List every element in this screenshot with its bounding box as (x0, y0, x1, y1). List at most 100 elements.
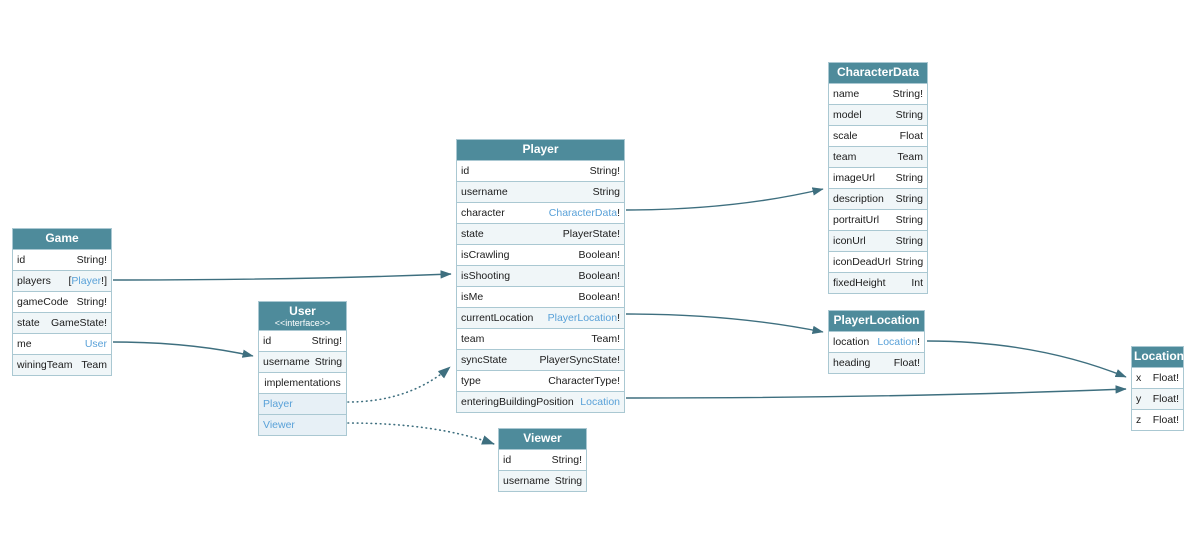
field-type[interactable]: PlayerLocation! (547, 312, 620, 324)
field-type[interactable]: [Player!] (68, 275, 107, 287)
edge-player-character-to-characterdata (625, 187, 824, 211)
field-name: id (17, 254, 26, 266)
field-type: PlayerSyncState! (539, 354, 620, 366)
field-type[interactable]: CharacterData! (548, 207, 620, 219)
type-link[interactable]: Player (263, 398, 293, 410)
field-row-game-players[interactable]: players[Player!] (13, 270, 111, 291)
field-row-game-state[interactable]: state GameState! (13, 312, 111, 333)
field-name: z (1136, 414, 1142, 426)
field-type: Team (81, 359, 107, 371)
field-type: PlayerState! (562, 228, 620, 240)
field-row-game-me[interactable]: me User (13, 333, 111, 354)
field-type: String! (76, 296, 107, 308)
field-name: heading (833, 357, 871, 369)
field-type: GameState! (50, 317, 107, 329)
table-header-location[interactable]: Location (1132, 347, 1184, 367)
table-header-game[interactable]: Game (13, 229, 111, 249)
field-name: isMe (461, 291, 484, 303)
type-link[interactable]: Location (877, 336, 918, 348)
field-type: Team! (591, 333, 620, 345)
field-type: Float! (1152, 393, 1179, 405)
field-name: y (1136, 393, 1142, 405)
impl-row-player[interactable]: Player (259, 393, 346, 414)
table-header-player[interactable]: Player (457, 140, 624, 160)
field-row-location-y[interactable]: y Float! (1132, 388, 1183, 409)
field-row-player-isCrawling[interactable]: isCrawling Boolean! (457, 244, 624, 265)
type-link[interactable]: PlayerLocation (547, 312, 618, 324)
field-type: String (895, 256, 924, 268)
field-row-characterdata-model[interactable]: model String (829, 104, 927, 125)
type-link[interactable]: Player (71, 275, 102, 287)
field-type: String! (311, 335, 342, 347)
field-row-playerlocation-heading[interactable]: heading Float! (829, 352, 924, 373)
impl-row-viewer[interactable]: Viewer (259, 414, 346, 435)
field-type: Boolean! (578, 291, 620, 303)
field-row-player-character[interactable]: character CharacterData! (457, 202, 624, 223)
field-type[interactable]: Location! (877, 336, 920, 348)
field-type: String! (551, 454, 582, 466)
field-name: isCrawling (461, 249, 510, 261)
field-name: syncState (461, 354, 508, 366)
field-name: iconDeadUrl (833, 256, 891, 268)
field-name: id (461, 165, 470, 177)
field-type: String (895, 172, 923, 184)
field-name: username (503, 475, 550, 487)
table-header-characterdata[interactable]: CharacterData (829, 63, 927, 83)
field-row-characterdata-iconDeadUrl[interactable]: iconDeadUrl String (829, 251, 927, 272)
field-name: character (461, 207, 505, 219)
field-type: String (895, 193, 923, 205)
field-type: Float! (893, 357, 920, 369)
type-link[interactable]: Location (580, 396, 620, 408)
field-name: username (461, 186, 508, 198)
table-header-playerlocation[interactable]: PlayerLocation (829, 311, 924, 331)
type-link[interactable]: CharacterData (548, 207, 618, 219)
field-type: CharacterType! (548, 375, 620, 387)
field-type[interactable]: Location (580, 396, 620, 408)
field-row-player-isMe[interactable]: isMe Boolean! (457, 286, 624, 307)
type-link[interactable]: Viewer (263, 419, 295, 431)
field-name: model (833, 109, 862, 121)
table-header-viewer[interactable]: Viewer (499, 429, 586, 449)
field-name: me (17, 338, 32, 350)
field-row-player-syncState[interactable]: syncState PlayerSyncState! (457, 349, 624, 370)
field-type[interactable]: User (85, 338, 107, 350)
type-link[interactable]: User (84, 338, 107, 350)
table-header-user[interactable]: User<<interface>> (259, 302, 346, 330)
field-name: state (17, 317, 40, 329)
edge-game-players-to-player (112, 270, 452, 281)
field-type: Boolean! (578, 249, 620, 261)
field-type: String (895, 109, 923, 121)
